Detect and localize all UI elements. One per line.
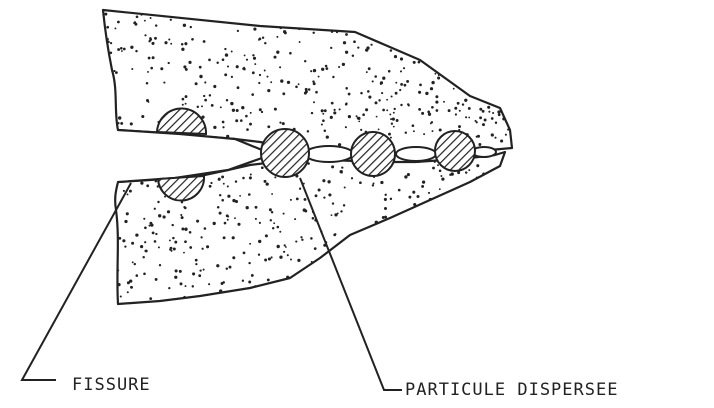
fissure-label: FISSURE: [72, 375, 151, 395]
particle: [351, 132, 395, 176]
particle: [261, 129, 309, 177]
crack-opening: [118, 130, 260, 182]
fissure-leader-line: [22, 183, 131, 380]
particle-label: PARTICULE DISPERSEE: [405, 380, 618, 400]
particle: [435, 131, 475, 171]
particle-leader-line: [300, 178, 402, 390]
particle-split-upper: [157, 109, 206, 134]
